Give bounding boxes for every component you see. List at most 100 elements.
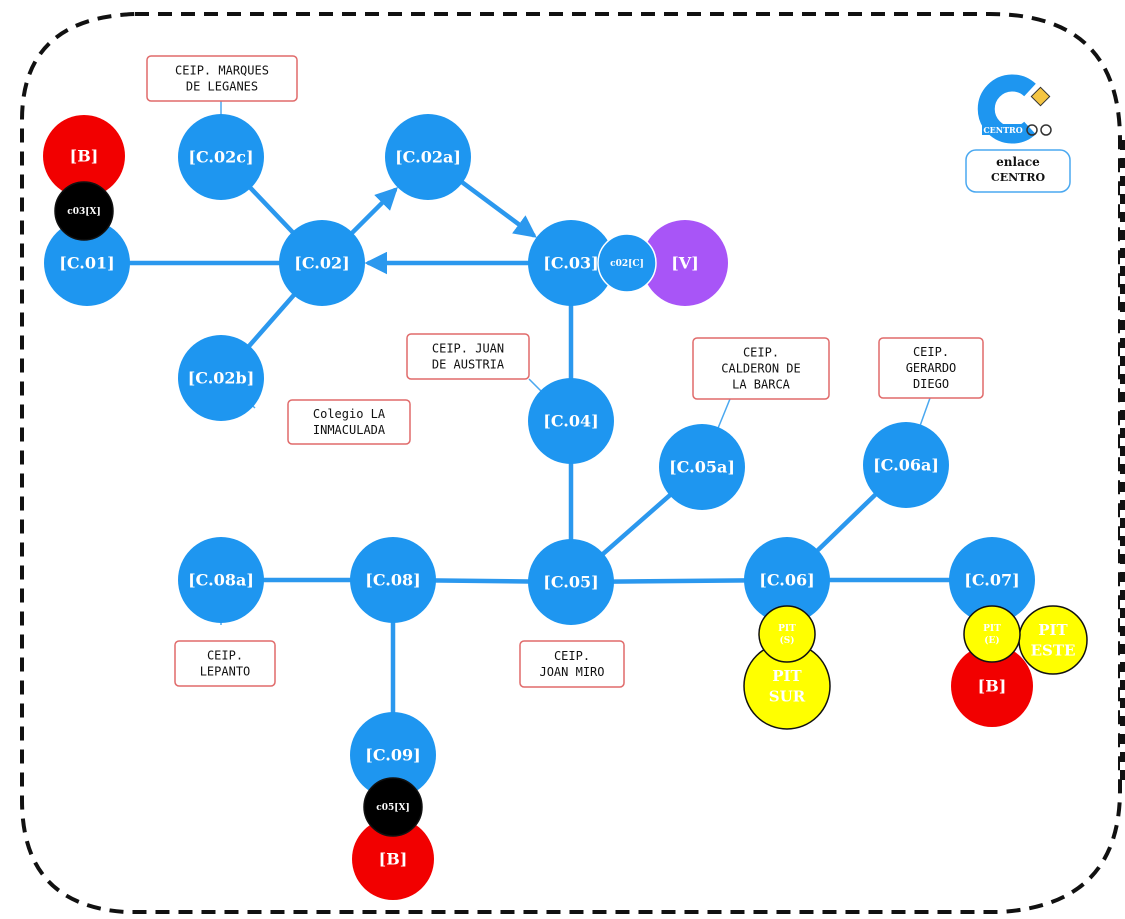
node-c02a: [C.02a] [385,114,471,200]
node-v: [V] [642,220,728,306]
node-c05x: c05[X] [363,777,423,837]
node-label: c05[X] [376,803,410,813]
node-label: [C.02c] [188,148,253,167]
node-circle [744,537,830,623]
node-label: [C.05a] [669,458,735,477]
note-line: CEIP. [554,649,590,663]
node-c07: [C.07] [949,537,1035,623]
node-label: [C.06] [759,571,814,590]
node-label: [C.08] [365,571,420,590]
node-circle [352,818,434,900]
node-circle [1018,605,1088,675]
node-circle [528,220,614,306]
node-c02: [C.02] [279,220,365,306]
node-c08a: [C.08a] [178,537,264,623]
node-label: c02[C] [610,259,644,269]
node-c05a: [C.05a] [659,424,745,510]
node-label: PIT [772,667,802,685]
node-label: (E) [984,635,999,646]
node-label: [C.01] [59,254,114,273]
node-b2: [B] [352,818,434,900]
note-box [878,337,984,399]
node-label: [C.08a] [188,571,254,590]
note-box [519,640,625,688]
node-c05: [C.05] [528,539,614,625]
node-circle [178,114,264,200]
node-circle [363,777,423,837]
node-label: PIT [983,624,1001,634]
dashed-frame [20,12,1122,914]
node-circle [951,645,1033,727]
note-joan-miro: CEIP.JOAN MIRO [519,582,625,688]
node-c06a: [C.06a] [863,422,949,508]
node-circle [963,605,1021,663]
node-label: [C.02b] [188,369,255,388]
node-pit-sur: PIT SUR [743,642,831,730]
node-label: [C.09] [365,746,420,765]
node-circle [43,115,125,197]
node-b3: [B] [951,645,1033,727]
note-line: DE AUSTRIA [432,358,505,372]
note-line: CEIP. [913,345,949,359]
node-label: [C.02] [294,254,349,273]
right-edge-dashes [1120,140,1125,780]
note-line: CEIP. [743,346,779,360]
node-circle [528,539,614,625]
node-circle [279,220,365,306]
node-c03x: c03[X] [54,181,114,241]
node-pit-s: PIT(S) [758,605,816,663]
node-circle [659,424,745,510]
node-circle [385,114,471,200]
note-box [146,55,298,102]
node-circle [949,537,1035,623]
note-line: CALDERON DE [721,362,800,376]
note-box [174,640,276,687]
node-pit-este: PIT ESTE [1018,605,1088,675]
node-c06: [C.06] [744,537,830,623]
centro-logo-text: CENTRO [983,125,1022,135]
node-circle [44,220,130,306]
node-c04: [C.04] [528,378,614,464]
node-label: [V] [671,254,699,273]
node-circle [178,335,264,421]
enlace-label: enlace [996,155,1040,169]
bike-wheel-icon [1026,124,1038,136]
node-label: PIT [1038,621,1068,639]
bike-wheel-icon [1040,124,1052,136]
note-box [287,399,411,445]
centro-label: CENTRO [991,171,1046,184]
edge-c02-c02a [350,187,398,235]
note-line: Colegio LA [313,407,386,421]
node-label: [C.02a] [395,148,461,167]
node-c02c-badge: c02[C] [597,233,657,293]
node-circle [54,181,114,241]
node-circle [350,712,436,798]
node-c02c: [C.02c] [178,114,264,200]
note-line: LA BARCA [732,378,791,392]
node-label: [B] [978,677,1007,696]
node-label: SUR [769,687,806,705]
note-line: INMACULADA [313,423,386,437]
node-b1: [B] [43,115,125,197]
node-circle [597,233,657,293]
node-label: [C.03] [543,254,598,273]
node-circle [178,537,264,623]
node-circle [528,378,614,464]
node-c03: [C.03] [528,220,614,306]
node-circle [863,422,949,508]
centro-logo-diamond [1030,86,1051,107]
node-label: c03[X] [67,207,101,217]
centro-logo-banner [982,124,1024,135]
note-box [692,337,830,400]
node-c02b: [C.02b] [178,335,264,421]
note-line: CEIP. [207,649,243,663]
node-label: [C.07] [964,571,1019,590]
node-label: ESTE [1031,641,1076,659]
node-label: [C.04] [543,412,598,431]
node-c01: [C.01] [44,220,130,306]
note-lepanto: CEIP.LEPANTO [174,580,276,687]
node-label: PIT [778,624,796,634]
node-circle [350,537,436,623]
node-label: [C.05] [543,573,598,592]
